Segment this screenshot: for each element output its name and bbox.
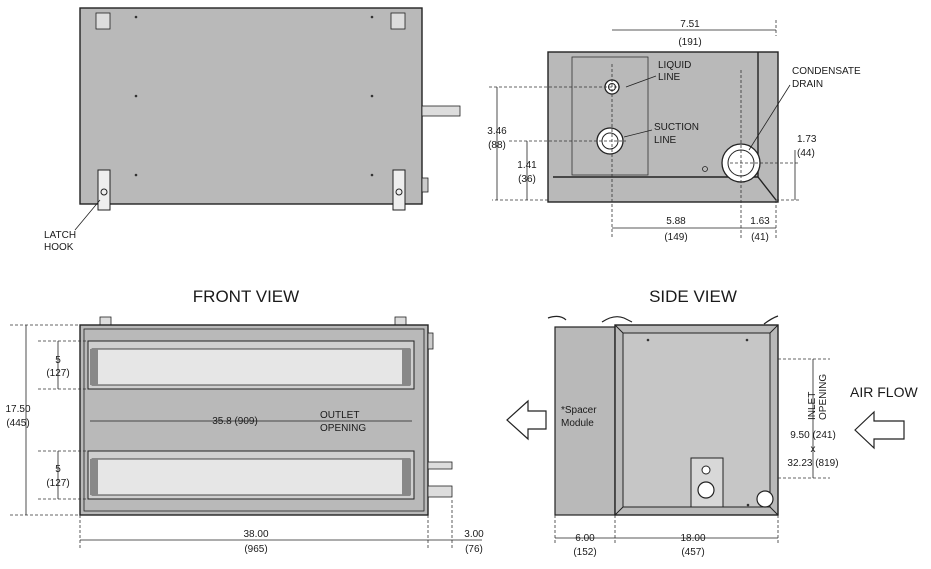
side-view-title: SIDE VIEW [649, 287, 737, 306]
dim-drain-edge-metric: (41) [751, 232, 769, 243]
latch-hook-label-2: HOOK [44, 242, 74, 253]
side-drain-port [756, 490, 774, 508]
latch-hook-right [392, 169, 406, 211]
dim-top-slot-metric: (127) [46, 368, 69, 379]
dim-width-label: 7.51 [680, 19, 700, 30]
dim-depth-label: 18.00 [680, 533, 705, 544]
outlet-opening-label-2: OPENING [320, 423, 366, 434]
dim-pipe-ext-label: 3.00 [464, 529, 484, 540]
condensate-drain-label-2: DRAIN [792, 79, 823, 90]
condensate-drain-label: CONDENSATE [792, 66, 861, 77]
latch-hook-leader [74, 199, 101, 231]
outflow-arrow [506, 399, 547, 441]
dim-drain-x-metric: (149) [664, 232, 687, 243]
dim-spacer-metric: (152) [573, 547, 596, 558]
front-view-title: FRONT VIEW [193, 287, 299, 306]
pipe-stub [421, 105, 461, 117]
inlet-opening-label-2: OPENING [818, 374, 829, 420]
mount-bracket-right [390, 12, 406, 30]
liquid-line-label-2: LINE [658, 72, 681, 83]
dim-suction-height-label: 1.41 [517, 160, 537, 171]
spacer-module-label: *Spacer [561, 405, 597, 416]
dim-bottom-slot-metric: (127) [46, 478, 69, 489]
back-plate-view: LATCH HOOK [44, 7, 461, 253]
latch-hook-label: LATCH [44, 230, 76, 241]
dim-overall-width-metric: (965) [244, 544, 267, 555]
dim-bottom-slot-label: 5 [55, 464, 61, 475]
dim-drain-height-label: 1.73 [797, 134, 817, 145]
spacer-module [554, 326, 616, 516]
front-pipe-upper [427, 461, 453, 470]
dim-pipe-ext-metric: (76) [465, 544, 483, 555]
suction-line-label-2: LINE [654, 135, 677, 146]
inlet-size-height: 32.23 (819) [787, 458, 838, 469]
dim-outlet-width-label: 35.8 (909) [212, 416, 258, 427]
liquid-line-label: LIQUID [658, 60, 691, 71]
air-flow-label: AIR FLOW [850, 384, 918, 400]
inlet-size-x: x [811, 444, 816, 455]
dim-width-metric: (191) [678, 37, 701, 48]
mounting-holes [134, 15, 374, 177]
dim-top-slot-label: 5 [55, 355, 61, 366]
dim-suction-height-metric: (36) [518, 174, 536, 185]
suction-line-label: SUCTION [654, 122, 699, 133]
latch-hook-left [97, 169, 111, 211]
dim-overall-height-metric: (445) [6, 418, 29, 429]
air-flow-arrow [854, 410, 905, 450]
side-view: *Spacer Module INLET OPENING 9.50 (241) … [506, 315, 918, 558]
side-panel-view: 7.51 (191) 3.46 (88) 1.41 (36) 1.73 (44)… [487, 19, 861, 243]
dim-overall-width-label: 38.00 [243, 529, 268, 540]
dim-drain-x-label: 5.88 [666, 216, 686, 227]
back-plate [79, 7, 423, 205]
front-pipe-lower [427, 485, 453, 498]
dim-drain-edge-label: 1.63 [750, 216, 770, 227]
dim-spacer-label: 6.00 [575, 533, 595, 544]
dim-drain-height-metric: (44) [797, 148, 815, 159]
inlet-size-width: 9.50 (241) [790, 430, 836, 441]
dim-overall-height-label: 17.50 [5, 404, 30, 415]
outlet-opening-label: OUTLET [320, 410, 359, 421]
spacer-module-label-2: Module [561, 418, 594, 429]
dim-height-label: 3.46 [487, 126, 507, 137]
inlet-opening-label: INLET [807, 392, 818, 420]
front-view: 17.50 (445) 5 (127) 5 (127) 35.8 (909) O… [5, 316, 484, 555]
dim-depth-metric: (457) [681, 547, 704, 558]
mount-bracket-left [95, 12, 111, 30]
dim-height-metric: (88) [488, 140, 506, 151]
side-fitting [421, 177, 429, 193]
